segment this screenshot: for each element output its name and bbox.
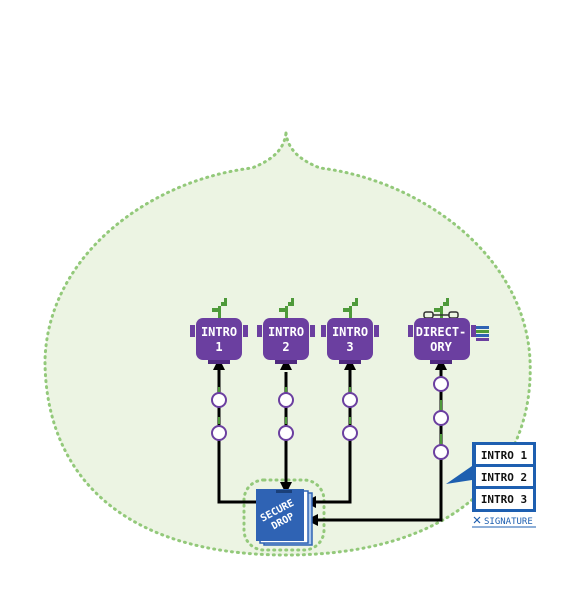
secure-drop-box[interactable]: SECURE DROP: [256, 489, 313, 546]
node-intro-2-line1: INTRO: [268, 325, 304, 339]
bead-links: [218, 387, 442, 444]
node-intro-3-line1: INTRO: [332, 325, 368, 339]
bead-icon: [211, 392, 227, 408]
bead-icon: [211, 425, 227, 441]
directory-list-item: INTRO 2: [481, 471, 527, 484]
signature-label: SIGNATURE: [484, 517, 533, 527]
connector-intro3: [312, 370, 352, 504]
bead-icon: [433, 376, 449, 392]
node-directory-line2: ORY: [430, 340, 452, 354]
node-intro-1[interactable]: INTRO 1: [190, 298, 248, 364]
node-intro-3[interactable]: INTRO 3: [321, 298, 379, 364]
signature: SIGNATURE: [472, 516, 536, 528]
sprout-icon: [212, 298, 227, 320]
secure-drop-zone: [242, 478, 326, 552]
beads: [211, 376, 449, 460]
bead-icon: [278, 392, 294, 408]
sprout-icon: [434, 298, 449, 320]
bead-icon: [342, 392, 358, 408]
bead-icon: [342, 425, 358, 441]
node-intro-1-line1: INTRO: [201, 325, 237, 339]
bead-icon: [278, 425, 294, 441]
bead-icon: [433, 444, 449, 460]
node-directory[interactable]: DIRECT- ORY: [408, 298, 489, 364]
directory-list-item: INTRO 1: [481, 449, 528, 462]
bead-icon: [433, 410, 449, 426]
directory-list-item: INTRO 3: [481, 493, 527, 506]
directory-list: INTRO 1 INTRO 2 INTRO 3: [446, 442, 536, 512]
callout-pointer: [446, 466, 472, 484]
node-intro-3-line2: 3: [346, 340, 353, 354]
node-intro-2-line2: 2: [282, 340, 289, 354]
sprout-icon: [343, 298, 358, 320]
signature-icon: [473, 516, 481, 524]
node-intro-2[interactable]: INTRO 2: [257, 298, 315, 364]
sprout-icon: [279, 298, 294, 320]
node-directory-line1: DIRECT-: [416, 325, 467, 339]
connector-intro1: [217, 370, 262, 504]
arrowhead-to-drop-down: [280, 482, 292, 494]
index-cards-icon: [476, 326, 489, 341]
node-intro-1-line2: 1: [215, 340, 222, 354]
